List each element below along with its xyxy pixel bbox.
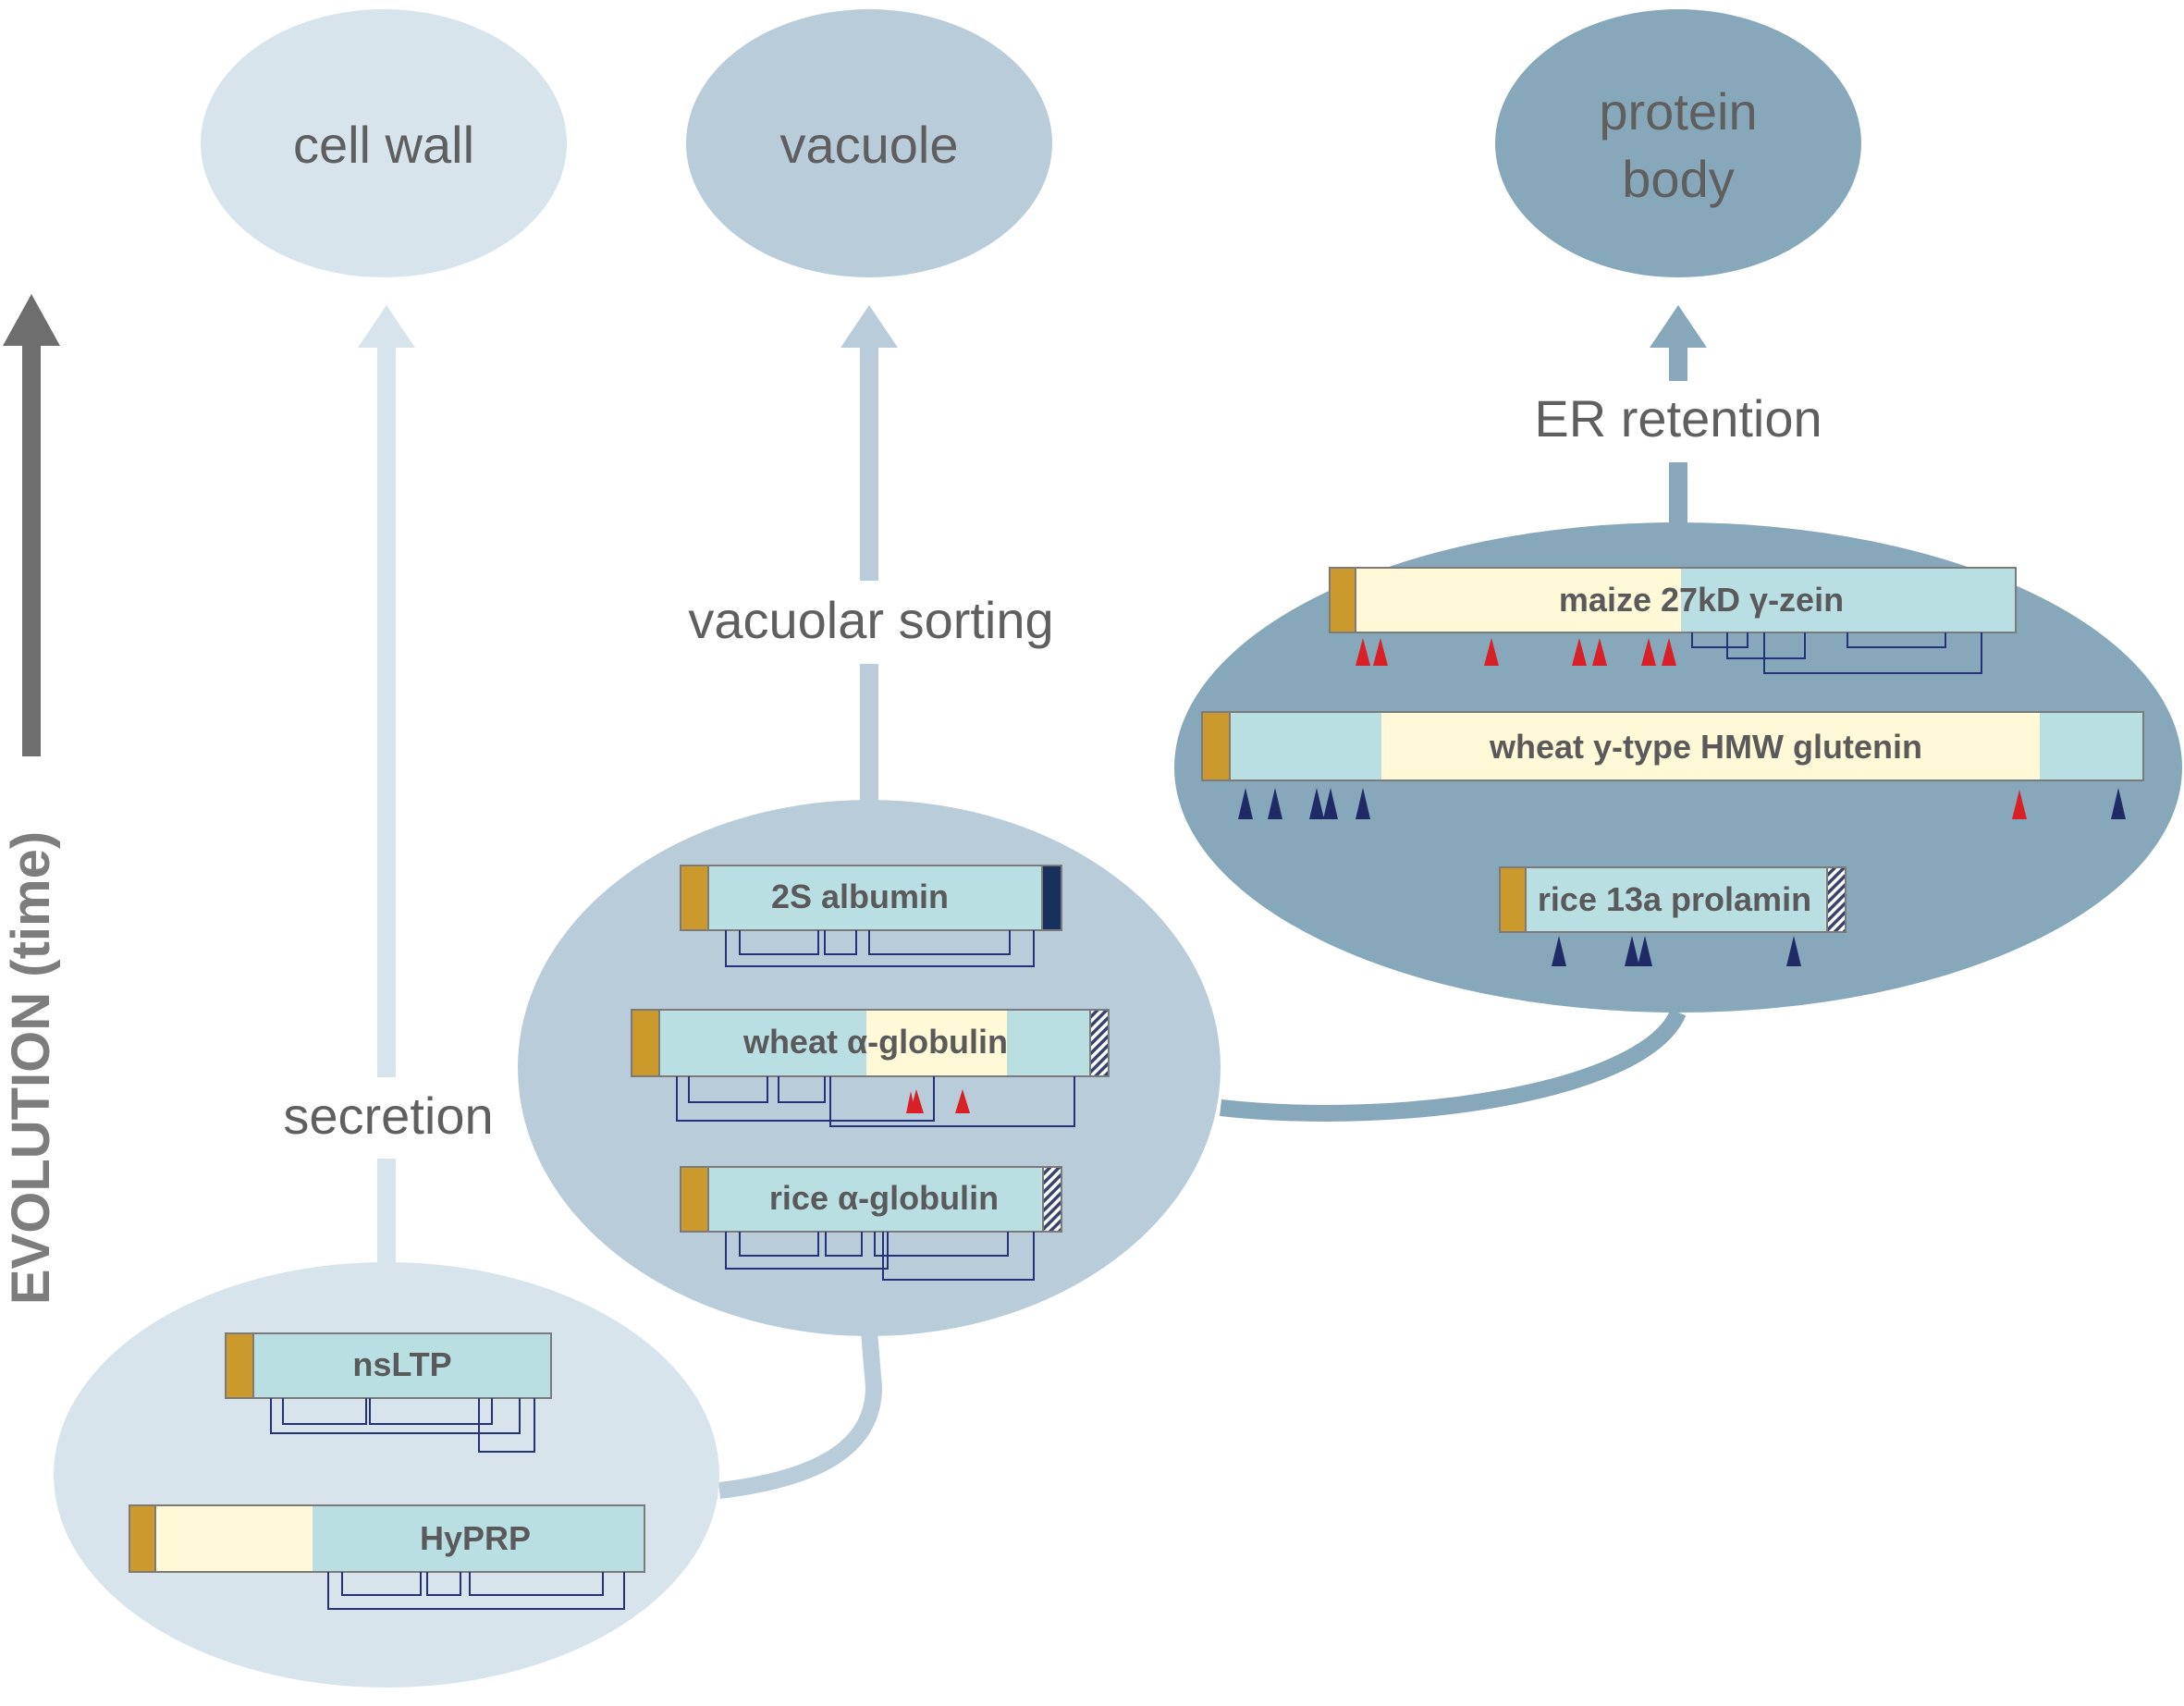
secretion-proteins-cluster <box>54 1262 719 1688</box>
vacuole-label: vacuole <box>779 116 958 174</box>
nsltp-label: nsLTP <box>352 1345 451 1383</box>
er-retention-label: ER retention <box>1534 389 1822 448</box>
wheat-alpha-globulin-protein: wheat α-globulin <box>631 1009 1110 1127</box>
wheat-hmw-glutenin-protein: wheat y-type HMW glutenin <box>1201 711 2144 819</box>
wheat-alpha-globulin-disulfide-bonds <box>676 1076 1075 1127</box>
maize-gamma-zein-disulfide-bonds <box>1691 632 1982 674</box>
wheat-alpha-globulin-label: wheat α-globulin <box>742 1023 1008 1061</box>
vacuole-compartment <box>686 9 1052 277</box>
protein-body-label-line2: body <box>1622 150 1734 208</box>
hyprp-label: HyPRP <box>420 1519 531 1557</box>
wheat-hmw-glutenin-red-triangles <box>2012 790 2027 819</box>
protein-body-compartment <box>1495 9 1861 277</box>
cell-wall-label: cell wall <box>293 116 474 174</box>
rice-prolamin-label: rice 13a prolamin <box>1538 880 1811 918</box>
maize-gamma-zein-protein: maize 27kD γ-zein <box>1329 567 2017 674</box>
secretion-arrow <box>358 305 415 1285</box>
nsltp-disulfide-bonds <box>270 1398 535 1453</box>
wheat-alpha-globulin-red-triangles <box>906 1089 970 1113</box>
vacuolar-sorting-arrow <box>840 305 898 808</box>
nsltp-protein: nsLTP <box>225 1332 552 1453</box>
evolution-axis-label: EVOLUTION (time) <box>1 831 61 1305</box>
rice-prolamin-protein: rice 13a prolamin <box>1499 866 1847 966</box>
wheat-hmw-glutenin-navy-triangles <box>1238 788 2126 819</box>
vacuolar-sorting-label: vacuolar sorting <box>688 591 1053 649</box>
rice-alpha-globulin-disulfide-bonds <box>725 1232 1035 1281</box>
hyprp-disulfide-bonds <box>327 1572 625 1610</box>
wheat-hmw-glutenin-label: wheat y-type HMW glutenin <box>1489 728 1922 766</box>
maize-gamma-zein-red-triangles <box>1356 638 1676 666</box>
rice-alpha-globulin-protein: rice α-globulin <box>680 1166 1062 1281</box>
albumin-2s-label: 2S albumin <box>771 878 949 915</box>
rice-alpha-globulin-label: rice α-globulin <box>769 1179 999 1217</box>
connector-vacuole-to-protein-body <box>1220 1009 1687 1122</box>
secretion-label: secretion <box>283 1086 493 1145</box>
cell-wall-compartment <box>201 9 567 277</box>
evolution-arrow <box>3 294 60 756</box>
connector-secretion-to-vacuole <box>718 1331 883 1499</box>
protein-body-label-line1: protein <box>1599 82 1757 141</box>
albumin-2s-protein: 2S albumin <box>680 865 1062 967</box>
hyprp-protein: HyPRP <box>129 1504 645 1610</box>
maize-gamma-zein-label: maize 27kD γ-zein <box>1559 581 1844 619</box>
rice-prolamin-navy-triangles <box>1552 936 1801 966</box>
albumin-2s-disulfide-bonds <box>725 930 1035 967</box>
